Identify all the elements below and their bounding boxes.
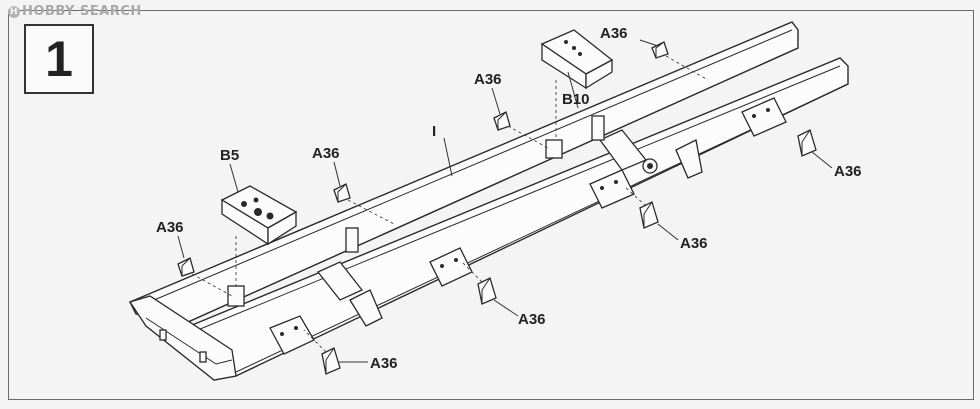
spring-hanger	[741, 97, 787, 137]
far-rail-lower-edge	[187, 47, 799, 323]
label-a36: A36	[600, 25, 628, 42]
clip-a36-icon	[797, 129, 817, 157]
label-a36: A36	[834, 163, 862, 180]
far-rail-flange	[139, 29, 793, 307]
clip-a36-icon	[177, 257, 195, 277]
label-a36: A36	[680, 235, 708, 252]
bracket-b5	[220, 185, 298, 246]
frame-post	[591, 115, 605, 141]
label-a36: A36	[518, 311, 546, 328]
frame-post	[345, 227, 359, 253]
bracket-b10	[540, 29, 614, 90]
cross-member-detail	[145, 317, 233, 365]
clip-a36-icon	[639, 201, 659, 229]
clip-a36-icon	[333, 183, 351, 203]
step-number: 1	[45, 31, 73, 87]
cross-member-bolt	[199, 351, 207, 363]
clip-a36-icon	[493, 111, 511, 131]
leader-lines	[177, 39, 833, 363]
near-rail-flange	[187, 65, 841, 335]
chassis-frame	[128, 21, 849, 381]
frame-post	[545, 139, 563, 159]
cross-bar-1	[316, 261, 364, 301]
front-cross-member	[128, 295, 237, 381]
clip-a36-icon	[321, 347, 341, 375]
cross-member-bolt	[159, 329, 167, 341]
placement-guides	[191, 55, 709, 353]
page-border	[8, 10, 974, 400]
shock-bracket	[675, 139, 703, 179]
hobby-logo-icon: H	[8, 6, 20, 18]
label-b5: B5	[220, 147, 239, 164]
label-a36: A36	[370, 355, 398, 372]
label-b10: B10	[562, 91, 590, 108]
label-a36: A36	[156, 219, 184, 236]
spring-hanger	[269, 315, 315, 355]
frame-post	[227, 285, 245, 307]
step-number-box: 1	[24, 24, 94, 94]
label-a36: A36	[474, 71, 502, 88]
clip-a36-icon	[651, 41, 669, 59]
shock-bracket	[349, 289, 383, 327]
spring-hanger	[589, 169, 635, 209]
label-a36: A36	[312, 145, 340, 162]
axle-mount-hole	[647, 163, 653, 169]
clip-a36-icon	[477, 277, 497, 305]
label-frame: I	[432, 123, 436, 140]
near-rail-lower-edge	[235, 83, 849, 373]
watermark-text: HOBBY SEARCH	[22, 4, 142, 19]
